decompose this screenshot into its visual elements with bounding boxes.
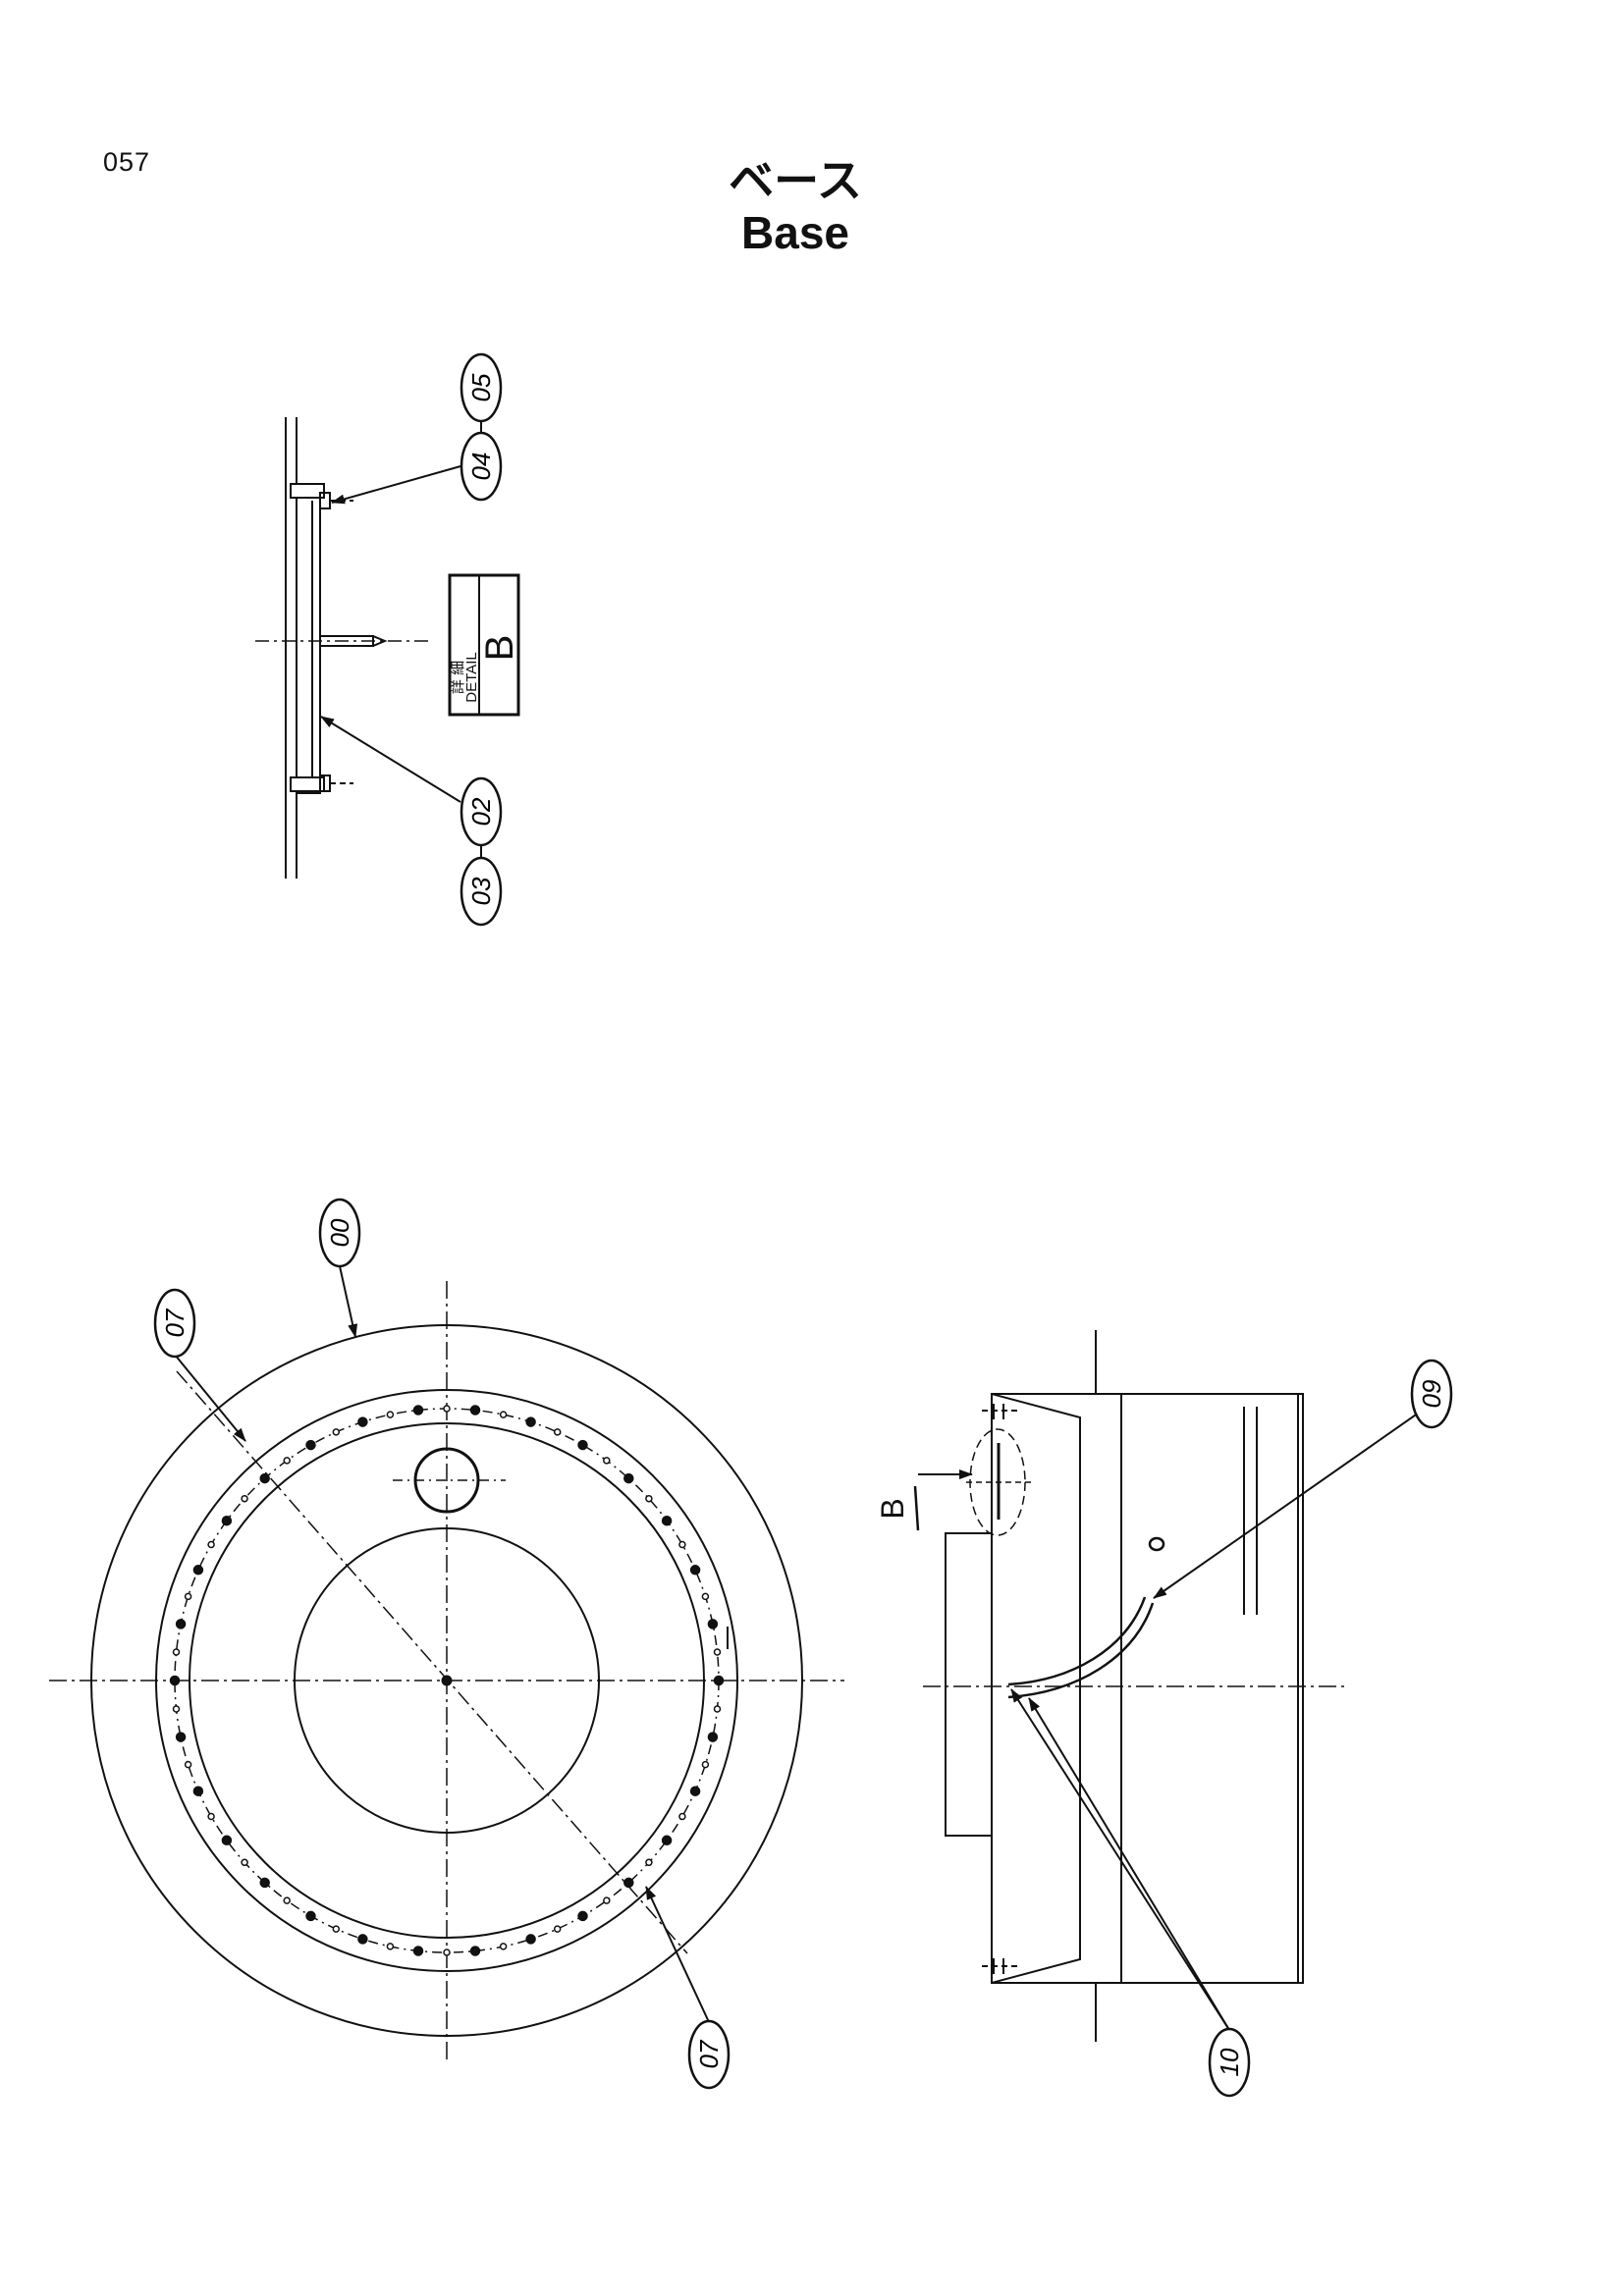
bolt-hole <box>525 1934 536 1945</box>
bolt-hole <box>305 1910 316 1922</box>
callout-00: 00 <box>318 1198 361 1268</box>
bolt-hole <box>386 1943 395 1950</box>
bolt-hole <box>469 1946 481 1956</box>
bolt-hole <box>412 1946 424 1956</box>
detail-b-label: B 詳 細 DETAIL <box>448 573 521 717</box>
bolt-hole <box>283 1896 291 1904</box>
callout-02: 02 <box>460 776 503 847</box>
bolt-hole <box>499 1943 508 1950</box>
bolt-hole <box>332 1925 341 1933</box>
bolt-hole <box>499 1411 508 1418</box>
bolt-hole <box>713 1648 722 1656</box>
base-top-view <box>49 1281 844 2061</box>
bolt-hole <box>259 1877 270 1889</box>
bolt-hole <box>283 1457 291 1465</box>
bolt-hole <box>707 1732 719 1742</box>
bolt-hole <box>661 1515 673 1526</box>
svg-text:07: 07 <box>160 1308 189 1337</box>
bolt-hole <box>305 1439 316 1451</box>
bolt-hole <box>221 1835 233 1846</box>
bolt-hole <box>241 1494 248 1503</box>
detail-letter: B <box>478 635 521 662</box>
bolt-hole <box>603 1896 611 1904</box>
bolt-hole <box>689 1786 701 1796</box>
bolt-hole <box>577 1910 588 1922</box>
bolt-hole <box>207 1540 215 1549</box>
callout-07-bottom: 07 <box>687 2019 731 2090</box>
page-title-japanese: ベース <box>729 154 862 207</box>
callout-10: 10 <box>1208 2027 1251 2098</box>
bolt-hole <box>469 1405 481 1415</box>
bolt-hole <box>713 1705 722 1713</box>
svg-text:03: 03 <box>466 877 496 905</box>
bolt-hole <box>357 1416 368 1427</box>
bolt-hole <box>386 1411 395 1418</box>
bolt-hole <box>553 1925 562 1933</box>
callout-05: 05 <box>460 352 503 423</box>
detail-label-english: DETAIL <box>463 652 480 702</box>
svg-text:07: 07 <box>694 2039 724 2068</box>
page-number: 057 <box>103 147 151 177</box>
bolt-hole <box>443 1949 451 1956</box>
bolt-hole <box>332 1428 341 1436</box>
bolt-hole <box>678 1540 686 1549</box>
detail-b-view <box>255 417 432 879</box>
bolt-hole <box>603 1457 611 1465</box>
bolt-hole <box>443 1405 451 1413</box>
bolt-hole <box>623 1472 634 1484</box>
bolt-hole <box>192 1786 204 1796</box>
detail-label-japanese: 詳 細 <box>450 661 466 694</box>
bolt-hole <box>553 1428 562 1436</box>
bolt-hole <box>645 1858 653 1867</box>
bolt-hole <box>207 1812 215 1821</box>
bolt-hole <box>192 1565 204 1575</box>
svg-text:10: 10 <box>1215 2048 1244 2076</box>
callout-09: 09 <box>1410 1359 1453 1429</box>
bolt-hole <box>172 1705 181 1713</box>
bolt-hole <box>577 1439 588 1451</box>
bolt-hole <box>184 1592 192 1601</box>
svg-text:02: 02 <box>466 797 496 826</box>
bolt-hole <box>707 1619 719 1629</box>
bolt-hole <box>169 1675 181 1686</box>
base-side-view <box>913 1330 1347 2042</box>
bolt-hole <box>713 1675 725 1686</box>
bolt-hole <box>175 1732 187 1742</box>
bolt-hole <box>701 1760 710 1769</box>
bolt-hole <box>241 1858 248 1867</box>
bolt-hole <box>689 1565 701 1575</box>
section-marker-b: B <box>875 1498 910 1519</box>
bolt-hole <box>678 1812 686 1821</box>
bolt-hole <box>645 1494 653 1503</box>
bolt-hole <box>701 1592 710 1601</box>
svg-text:05: 05 <box>466 373 496 401</box>
bolt-hole <box>221 1515 233 1526</box>
callout-07-top: 07 <box>153 1288 196 1359</box>
bolt-hole <box>623 1877 634 1889</box>
bolt-hole <box>525 1416 536 1427</box>
svg-text:04: 04 <box>466 453 496 481</box>
page-title-english: Base <box>741 207 849 258</box>
svg-text:00: 00 <box>325 1218 354 1247</box>
bolt-hole <box>172 1648 181 1656</box>
bolt-hole <box>357 1934 368 1945</box>
bolt-hole <box>661 1835 673 1846</box>
bolt-hole <box>184 1760 192 1769</box>
callout-03: 03 <box>460 856 503 927</box>
callout-04: 04 <box>460 431 503 502</box>
bolt-hole <box>412 1405 424 1415</box>
svg-text:09: 09 <box>1417 1380 1446 1409</box>
bolt-hole <box>175 1619 187 1629</box>
bolt-hole <box>259 1472 270 1484</box>
bolt-hole-ring <box>169 1405 725 1956</box>
